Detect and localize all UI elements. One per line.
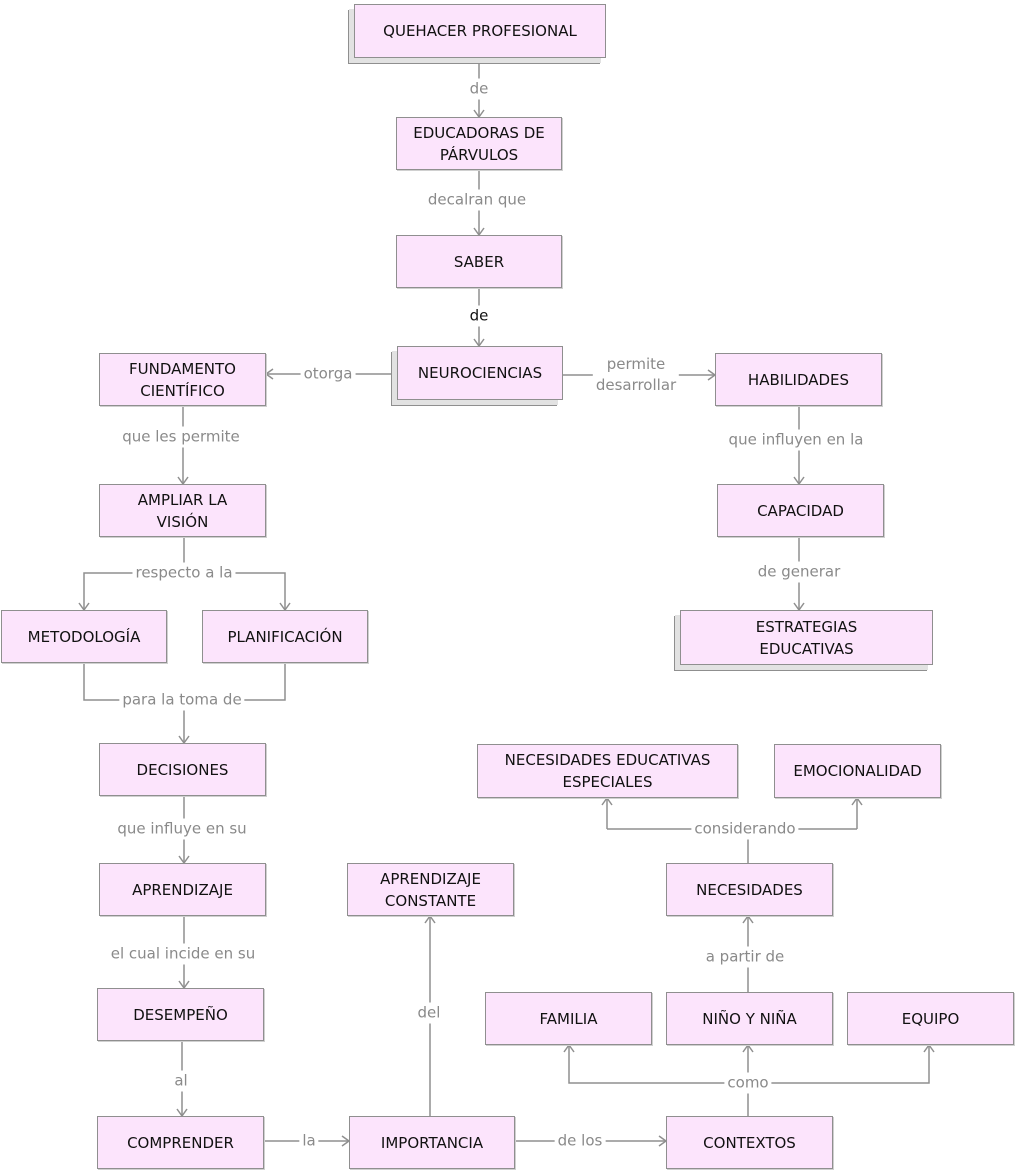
arrowhead <box>601 796 613 806</box>
arrowhead <box>851 796 863 806</box>
link-label-respecto-a-la: respecto a la <box>132 562 236 584</box>
node-capacidad: CAPACIDAD <box>717 484 884 537</box>
link-label-decalran-que: decalran que <box>424 189 530 211</box>
link-label-para-la-toma-de: para la toma de <box>119 689 245 711</box>
link-label-otorga: otorga <box>300 363 356 385</box>
node-label: FUNDAMENTO CIENTÍFICO <box>129 359 236 400</box>
node-label: APRENDIZAJE CONSTANTE <box>380 869 481 910</box>
node-contextos: CONTEXTOS <box>666 1116 833 1169</box>
link-label-de: de <box>466 305 492 327</box>
node-label: ESTRATEGIAS EDUCATIVAS <box>755 617 858 658</box>
node-label: METODOLOGÍA <box>27 627 141 646</box>
link-label-al: al <box>171 1070 191 1092</box>
link-label-del: del <box>414 1002 444 1024</box>
node-habilidades: HABILIDADES <box>715 353 882 406</box>
node-label: EMOCIONALIDAD <box>793 762 922 780</box>
node-aprendizaje-constante: APRENDIZAJE CONSTANTE <box>347 863 514 916</box>
link-label-permite-desarrollar: permite desarrollar <box>592 354 680 396</box>
node-label: QUEHACER PROFESIONAL <box>383 22 577 40</box>
link-label-de-los: de los <box>554 1130 606 1152</box>
arrowhead <box>264 368 274 380</box>
node-aprendizaje: APRENDIZAJE <box>99 863 266 916</box>
node-label: PLANIFICACIÓN <box>227 627 343 646</box>
node-label: EDUCADORAS DE PÁRVULOS <box>413 123 545 164</box>
node-label: NEUROCIENCIAS <box>417 364 543 382</box>
link-label-de-generar: de generar <box>754 561 844 583</box>
node-estrategias-educativas: ESTRATEGIAS EDUCATIVAS <box>680 610 933 665</box>
arrowhead <box>424 914 436 924</box>
link-label-que-les-permite: que les permite <box>119 426 243 448</box>
node-emocionalidad: EMOCIONALIDAD <box>774 744 941 798</box>
node-comprender: COMPRENDER <box>97 1116 264 1169</box>
arrowhead <box>563 1043 575 1053</box>
node-quehacer-profesional: QUEHACER PROFESIONAL <box>354 4 606 58</box>
node-educadoras-de-parvulos: EDUCADORAS DE PÁRVULOS <box>396 117 562 170</box>
node-label: NECESIDADES EDUCATIVAS ESPECIALES <box>504 751 711 791</box>
link-label-a-partir-de: a partir de <box>702 946 788 968</box>
link-label-la: la <box>299 1130 319 1152</box>
node-label: DECISIONES <box>136 760 229 779</box>
node-equipo: EQUIPO <box>847 992 1014 1045</box>
node-nino-y-nina: NIÑO Y NIÑA <box>666 992 833 1045</box>
node-label: CONTEXTOS <box>703 1133 796 1152</box>
node-ampliar-la-vision: AMPLIAR LA VISIÓN <box>99 484 266 537</box>
node-familia: FAMILIA <box>485 992 652 1045</box>
node-label: AMPLIAR LA VISIÓN <box>137 490 228 531</box>
link-label-como: como <box>724 1072 772 1094</box>
link-label-considerando: considerando <box>691 818 799 840</box>
node-neurociencias: NEUROCIENCIAS <box>397 346 563 400</box>
link-label-que-influye-en-su: que influye en su <box>114 818 250 840</box>
node-label: APRENDIZAJE <box>132 880 233 899</box>
node-label: SABER <box>453 252 505 271</box>
node-label: HABILIDADES <box>747 370 850 389</box>
node-label: DESEMPEÑO <box>133 1005 228 1024</box>
node-label: IMPORTANCIA <box>380 1133 484 1152</box>
node-label: COMPRENDER <box>127 1133 234 1152</box>
node-planificacion: PLANIFICACIÓN <box>202 610 368 663</box>
node-metodologia: METODOLOGÍA <box>1 610 167 663</box>
arrowhead <box>742 1043 754 1053</box>
node-label: FAMILIA <box>539 1009 598 1028</box>
link-label-el-cual-incide-en-su: el cual incide en su <box>107 943 259 965</box>
node-decisiones: DECISIONES <box>99 743 266 796</box>
node-fundamento-cientifico: FUNDAMENTO CIENTÍFICO <box>99 353 266 406</box>
arrowhead <box>742 914 754 924</box>
node-label: EQUIPO <box>901 1009 960 1028</box>
node-desempeno: DESEMPEÑO <box>97 988 264 1041</box>
arrowhead <box>923 1043 935 1053</box>
node-label: CAPACIDAD <box>757 501 844 520</box>
node-saber: SABER <box>396 235 562 288</box>
node-necesidades: NECESIDADES <box>666 863 833 916</box>
node-importancia: IMPORTANCIA <box>349 1116 515 1169</box>
node-label: NECESIDADES <box>696 880 803 899</box>
link-label-que-influyen-en-la: que influyen en la <box>725 429 867 451</box>
link-label-de: de <box>466 78 492 100</box>
node-label: NIÑO Y NIÑA <box>702 1009 797 1028</box>
node-necesidades-educativas-especiales: NECESIDADES EDUCATIVAS ESPECIALES <box>477 744 738 798</box>
